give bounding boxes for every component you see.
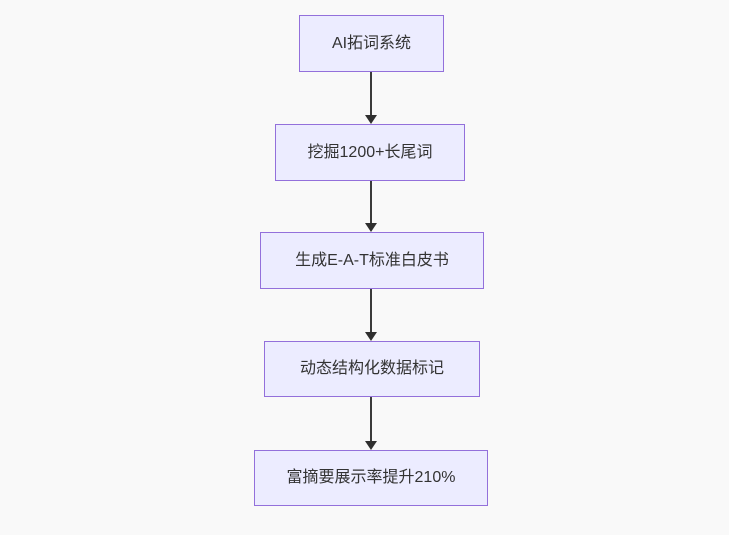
arrowhead-down-icon [365,223,377,232]
arrowhead-down-icon [365,332,377,341]
arrow-line [370,289,372,332]
flow-arrow-2 [365,181,377,232]
flow-arrow-3 [365,289,377,341]
flow-arrow-4 [365,397,377,450]
flow-node-longtail-mining: 挖掘1200+长尾词 [275,124,465,181]
flow-node-label: 挖掘1200+长尾词 [307,143,433,161]
flow-node-ai-word-expansion: AI拓词系统 [299,15,444,72]
arrowhead-down-icon [365,115,377,124]
arrow-line [370,72,372,115]
arrow-line [370,181,372,223]
arrow-line [370,397,372,441]
flow-node-label: 生成E-A-T标准白皮书 [295,251,449,269]
flow-arrow-1 [365,72,377,124]
arrowhead-down-icon [365,441,377,450]
flow-node-label: AI拓词系统 [331,34,412,52]
flow-node-structured-data: 动态结构化数据标记 [264,341,480,397]
flow-node-label: 动态结构化数据标记 [299,360,444,378]
flow-node-label: 富摘要展示率提升210% [286,469,456,487]
flow-node-rich-snippet-result: 富摘要展示率提升210% [254,450,488,506]
flow-node-eat-whitepaper: 生成E-A-T标准白皮书 [260,232,484,289]
